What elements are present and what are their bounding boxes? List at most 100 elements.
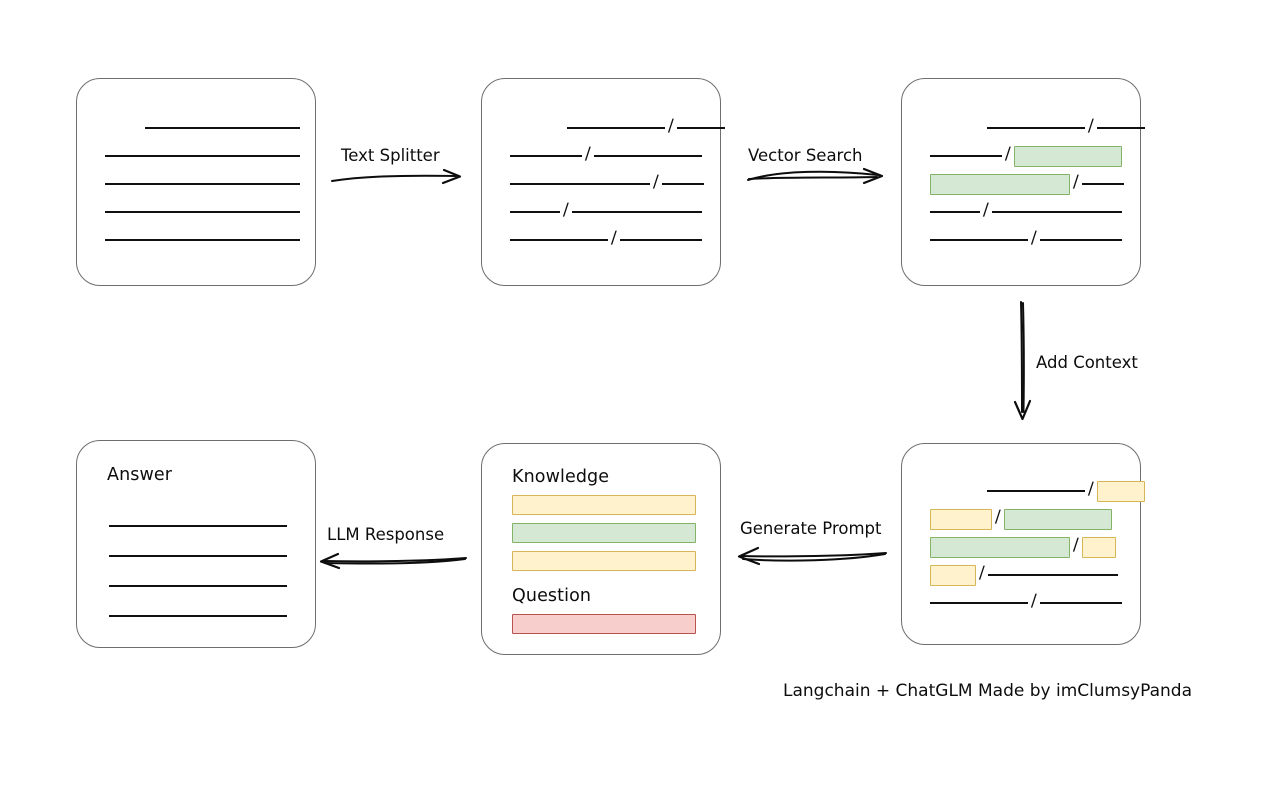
underline-segment xyxy=(567,127,665,129)
arrow-label-vector-search: Vector Search xyxy=(748,146,863,165)
arrow-label-add-context: Add Context xyxy=(1036,353,1138,372)
prompt-question-heading: Question xyxy=(512,586,592,606)
separator-slash: / xyxy=(1030,590,1037,611)
underline-segment xyxy=(510,183,650,185)
arrow-label-text-splitter: Text Splitter xyxy=(341,146,440,165)
separator-slash: / xyxy=(584,143,591,164)
text-line: / xyxy=(510,227,702,248)
node-source-document[interactable] xyxy=(76,78,316,286)
highlight-chip-yellow xyxy=(930,564,976,586)
diagram-caption: Langchain + ChatGLM Made by imClumsyPand… xyxy=(783,681,1192,701)
text-line: / xyxy=(987,115,1145,136)
arrow-llm-response xyxy=(319,552,467,570)
prompt-knowledge-heading: Knowledge xyxy=(512,467,610,487)
underline-segment xyxy=(1039,239,1122,241)
text-line: / xyxy=(510,199,702,220)
text-line: / xyxy=(930,506,1112,530)
text-line: / xyxy=(930,534,1116,558)
text-line xyxy=(109,519,287,533)
underline-segment xyxy=(1081,183,1124,185)
prompt-bar-green xyxy=(512,523,696,543)
text-line: / xyxy=(930,590,1122,611)
text-line: / xyxy=(930,199,1122,220)
separator-slash: / xyxy=(982,199,989,220)
highlight-chip-yellow xyxy=(1081,536,1116,558)
underline-segment xyxy=(987,574,1118,576)
node-vector-matches[interactable]: / / / / / xyxy=(901,78,1145,286)
underline-segment xyxy=(991,211,1122,213)
prompt-knowledge-bars xyxy=(482,444,720,654)
underline-segment xyxy=(593,155,702,157)
underline-segment xyxy=(109,555,287,557)
underline-segment xyxy=(930,239,1028,241)
underline-segment xyxy=(105,183,300,185)
prompt-bar-yellow xyxy=(512,551,696,571)
underline-segment xyxy=(145,127,300,129)
underline-segment xyxy=(676,127,725,129)
arrow-text-splitter xyxy=(331,168,462,185)
text-line: / xyxy=(510,171,704,192)
underline-segment xyxy=(987,127,1085,129)
arrow-generate-prompt xyxy=(737,546,887,566)
context-added-lines: / / / / / xyxy=(902,444,1145,644)
arrow-label-llm-response: LLM Response xyxy=(327,525,445,544)
text-line xyxy=(109,609,287,623)
highlight-chip-yellow xyxy=(1096,480,1145,502)
text-line xyxy=(145,121,300,135)
arrow-add-context xyxy=(1013,301,1032,421)
split-chunks-lines: / / / / / xyxy=(482,79,725,285)
text-line xyxy=(105,233,300,247)
text-line: / xyxy=(930,143,1122,167)
separator-slash: / xyxy=(1072,534,1079,555)
text-line xyxy=(109,579,287,593)
text-line: / xyxy=(510,143,702,164)
separator-slash: / xyxy=(1004,143,1011,164)
highlight-chip-yellow xyxy=(930,508,992,530)
text-line: / xyxy=(930,562,1118,586)
underline-segment xyxy=(1039,602,1122,604)
separator-slash: / xyxy=(994,506,1001,527)
separator-slash: / xyxy=(667,115,674,136)
separator-slash: / xyxy=(1030,227,1037,248)
text-line: / xyxy=(987,478,1145,502)
underline-segment xyxy=(105,155,300,157)
text-line xyxy=(105,205,300,219)
underline-segment xyxy=(105,239,300,241)
underline-segment xyxy=(109,615,287,617)
node-split-chunks[interactable]: / / / / / xyxy=(481,78,725,286)
arrow-label-generate-prompt: Generate Prompt xyxy=(740,519,882,538)
underline-segment xyxy=(987,490,1085,492)
node-answer[interactable]: Answer xyxy=(76,440,316,648)
separator-slash: / xyxy=(1072,171,1079,192)
text-line xyxy=(109,549,287,563)
separator-slash: / xyxy=(978,562,985,583)
separator-slash: / xyxy=(1087,478,1094,499)
underline-segment xyxy=(930,155,1002,157)
separator-slash: / xyxy=(652,171,659,192)
answer-lines xyxy=(77,441,315,647)
prompt-bar-red xyxy=(512,614,696,634)
text-line: / xyxy=(567,115,725,136)
highlight-chip-green xyxy=(1013,145,1122,167)
highlight-chip-green xyxy=(930,173,1070,195)
separator-slash: / xyxy=(610,227,617,248)
underline-segment xyxy=(619,239,702,241)
answer-heading: Answer xyxy=(107,465,173,485)
separator-slash: / xyxy=(1087,115,1094,136)
text-line xyxy=(105,149,300,163)
underline-segment xyxy=(930,211,980,213)
underline-segment xyxy=(510,239,608,241)
separator-slash: / xyxy=(562,199,569,220)
text-line: / xyxy=(930,227,1122,248)
highlight-chip-green xyxy=(1003,508,1112,530)
underline-segment xyxy=(930,602,1028,604)
node-prompt[interactable]: Knowledge Question xyxy=(481,443,721,655)
text-line: / xyxy=(930,171,1124,195)
underline-segment xyxy=(510,155,582,157)
text-line xyxy=(105,177,300,191)
prompt-question-bars xyxy=(482,444,720,654)
underline-segment xyxy=(109,585,287,587)
underline-segment xyxy=(1096,127,1145,129)
node-context-added[interactable]: / / / / / xyxy=(901,443,1145,645)
